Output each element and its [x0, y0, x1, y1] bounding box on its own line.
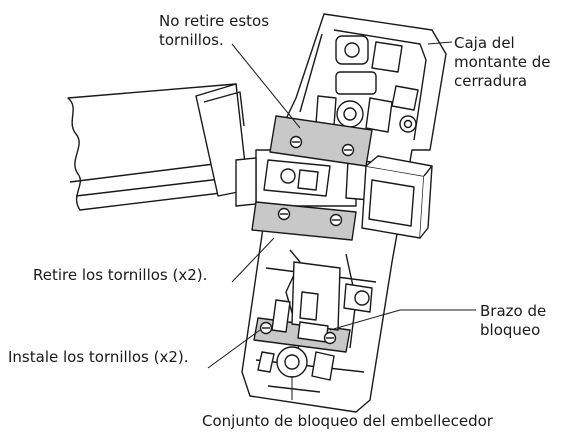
callout-remove-screws: Retire los tornillos (x2). — [33, 266, 208, 284]
door-handle-bar — [67, 83, 249, 211]
middle-mechanism — [235, 149, 373, 207]
top-mechanism — [315, 35, 419, 133]
callout-latch-box: Caja del montante de cerradura — [454, 34, 551, 90]
trim-lock-assembly — [257, 346, 335, 393]
lower-mechanism — [271, 261, 373, 343]
callout-locking-arm: Brazo de bloqueo — [480, 302, 547, 339]
latch-box — [361, 155, 433, 239]
leader-lines — [207, 41, 476, 400]
screws — [259, 135, 355, 345]
callout-install-screws: Instale los tornillos (x2). — [8, 348, 189, 366]
callout-trim-lock-assembly: Conjunto de bloqueo del embellecedor — [202, 412, 493, 430]
callout-no-remove-screws: No retire estos tornillos. — [159, 12, 270, 49]
